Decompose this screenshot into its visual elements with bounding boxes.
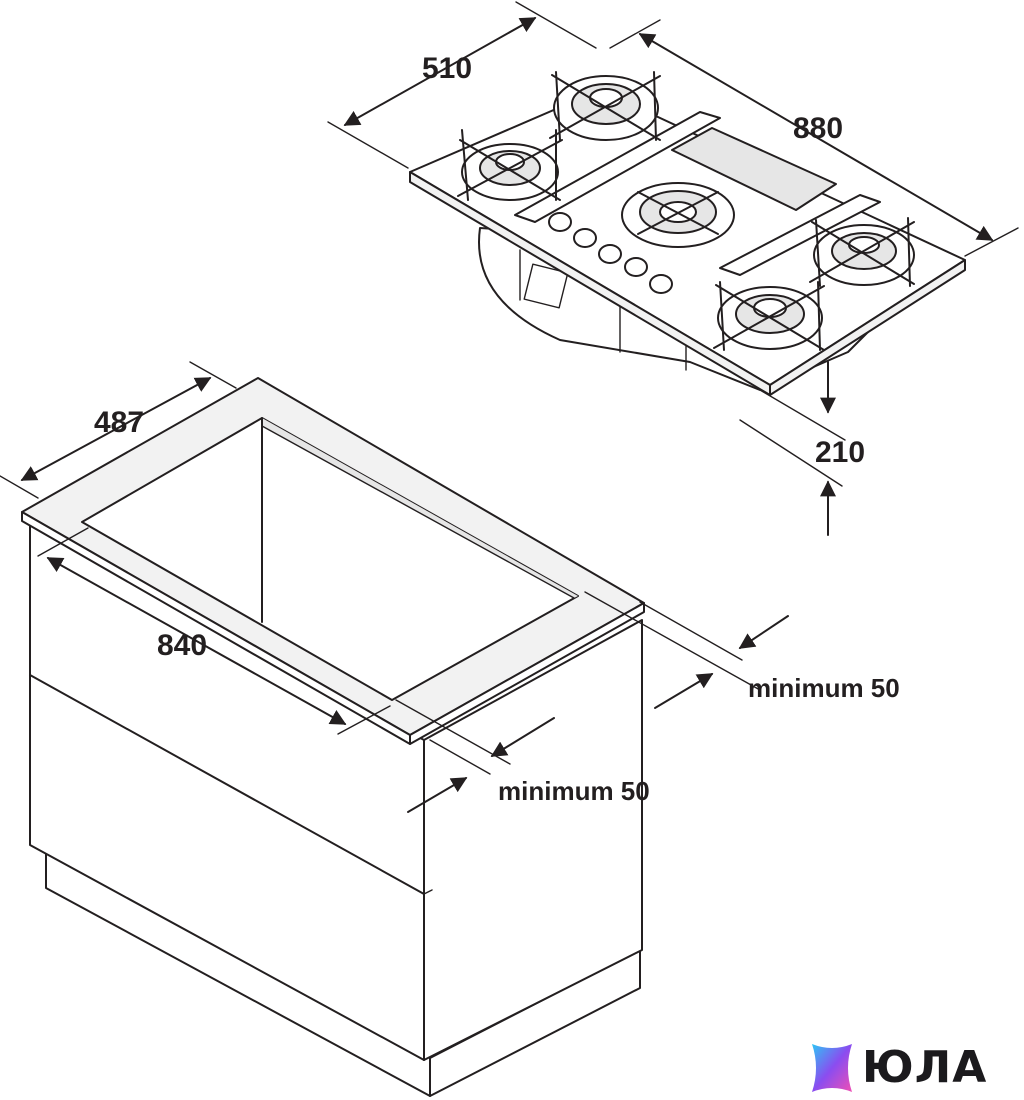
label-minimum-50-front: minimum 50 bbox=[498, 776, 650, 806]
cabinet-side bbox=[423, 619, 643, 1061]
dim-arrow-min-side-b bbox=[654, 673, 714, 709]
label-210: 210 bbox=[815, 436, 865, 469]
label-minimum-50-side: minimum 50 bbox=[748, 673, 900, 703]
dim-arrow-min-front-a bbox=[490, 717, 555, 757]
yula-logo-icon bbox=[812, 1044, 852, 1092]
label-880: 880 bbox=[793, 112, 843, 145]
burner-rear-right bbox=[549, 71, 661, 141]
dim-line-487 bbox=[20, 377, 212, 481]
yula-logo-text: ЮЛА bbox=[862, 1042, 988, 1093]
dimension-lines bbox=[0, 1, 1019, 813]
burner-front-left bbox=[713, 281, 825, 351]
cabinet bbox=[21, 377, 645, 1097]
burner-wok bbox=[621, 182, 735, 248]
dim-line-880 bbox=[638, 33, 994, 241]
dim-arrow-min-side-a bbox=[738, 615, 789, 649]
dim-line-840 bbox=[46, 557, 347, 725]
control-knobs bbox=[548, 212, 673, 294]
label-840: 840 bbox=[157, 629, 207, 662]
label-487: 487 bbox=[94, 406, 144, 439]
burner-rear-left bbox=[457, 129, 563, 201]
label-510: 510 bbox=[422, 52, 472, 85]
yula-logo: ЮЛА bbox=[806, 1040, 1020, 1096]
gas-hob bbox=[409, 71, 966, 396]
dim-arrow-min-front-b bbox=[407, 777, 468, 813]
dim-line-510 bbox=[343, 17, 537, 126]
